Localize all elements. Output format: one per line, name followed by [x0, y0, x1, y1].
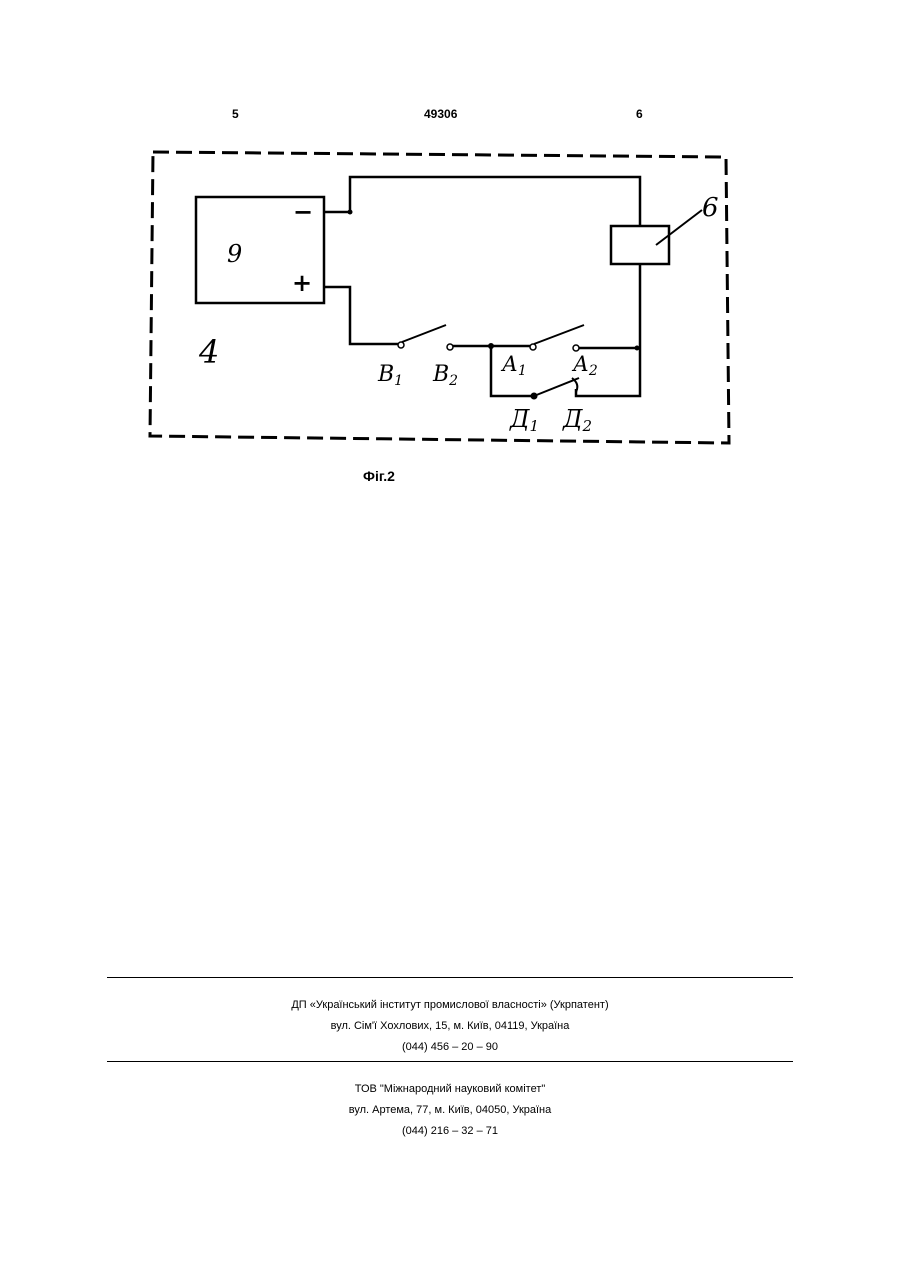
publisher-name: ДП «Український інститут промислової вла…: [0, 995, 900, 1016]
junction-right: [635, 346, 640, 351]
contact-b2: [447, 344, 453, 350]
wire-top: [324, 177, 640, 226]
switch-a-blade: [534, 325, 584, 344]
printer-address: вул. Артема, 77, м. Київ, 04050, Україна: [0, 1100, 900, 1121]
publisher-phone: (044) 456 – 20 – 90: [0, 1037, 900, 1058]
figure-caption: Фіг.2: [363, 468, 395, 484]
label-housing-4: 4: [198, 333, 219, 371]
circuit-diagram: 9 − + 4 6 В1 В2 А1 А2 Д1 Д2: [0, 0, 900, 520]
label-d1: Д1: [509, 405, 539, 435]
publisher-address: вул. Сім'ї Хохлових, 15, м. Київ, 04119,…: [0, 1016, 900, 1037]
publisher-block: ДП «Український інститут промислової вла…: [0, 995, 900, 1058]
label-a2: А2: [571, 352, 598, 379]
wire-right: [576, 264, 640, 396]
label-device-6: 6: [702, 193, 719, 223]
housing-outline: [150, 152, 729, 443]
printer-name: ТОВ "Міжнародний науковий комітет": [0, 1079, 900, 1100]
label-b2: В2: [432, 362, 458, 389]
junction-top: [348, 210, 353, 215]
switch-d-blade: [534, 378, 579, 396]
switch-b-blade: [402, 325, 446, 342]
device-6-leader: [656, 210, 702, 245]
label-minus: −: [293, 197, 313, 226]
wire-left: [324, 287, 398, 344]
label-a1: А1: [500, 352, 527, 379]
printer-block: ТОВ "Міжнародний науковий комітет" вул. …: [0, 1079, 900, 1142]
contact-a2: [573, 345, 579, 351]
label-b1: В1: [377, 362, 403, 389]
device-6-block: [611, 226, 669, 264]
label-d2: Д2: [562, 405, 592, 435]
junction-a1: [488, 343, 494, 349]
contact-b1: [398, 342, 404, 348]
contact-d1: [531, 393, 538, 400]
footer-divider-top: [107, 977, 793, 978]
label-plus: +: [292, 268, 312, 297]
contact-a1: [530, 344, 536, 350]
label-battery-9: 9: [227, 240, 242, 268]
printer-phone: (044) 216 – 32 – 71: [0, 1121, 900, 1142]
footer-divider-middle: [107, 1061, 793, 1062]
